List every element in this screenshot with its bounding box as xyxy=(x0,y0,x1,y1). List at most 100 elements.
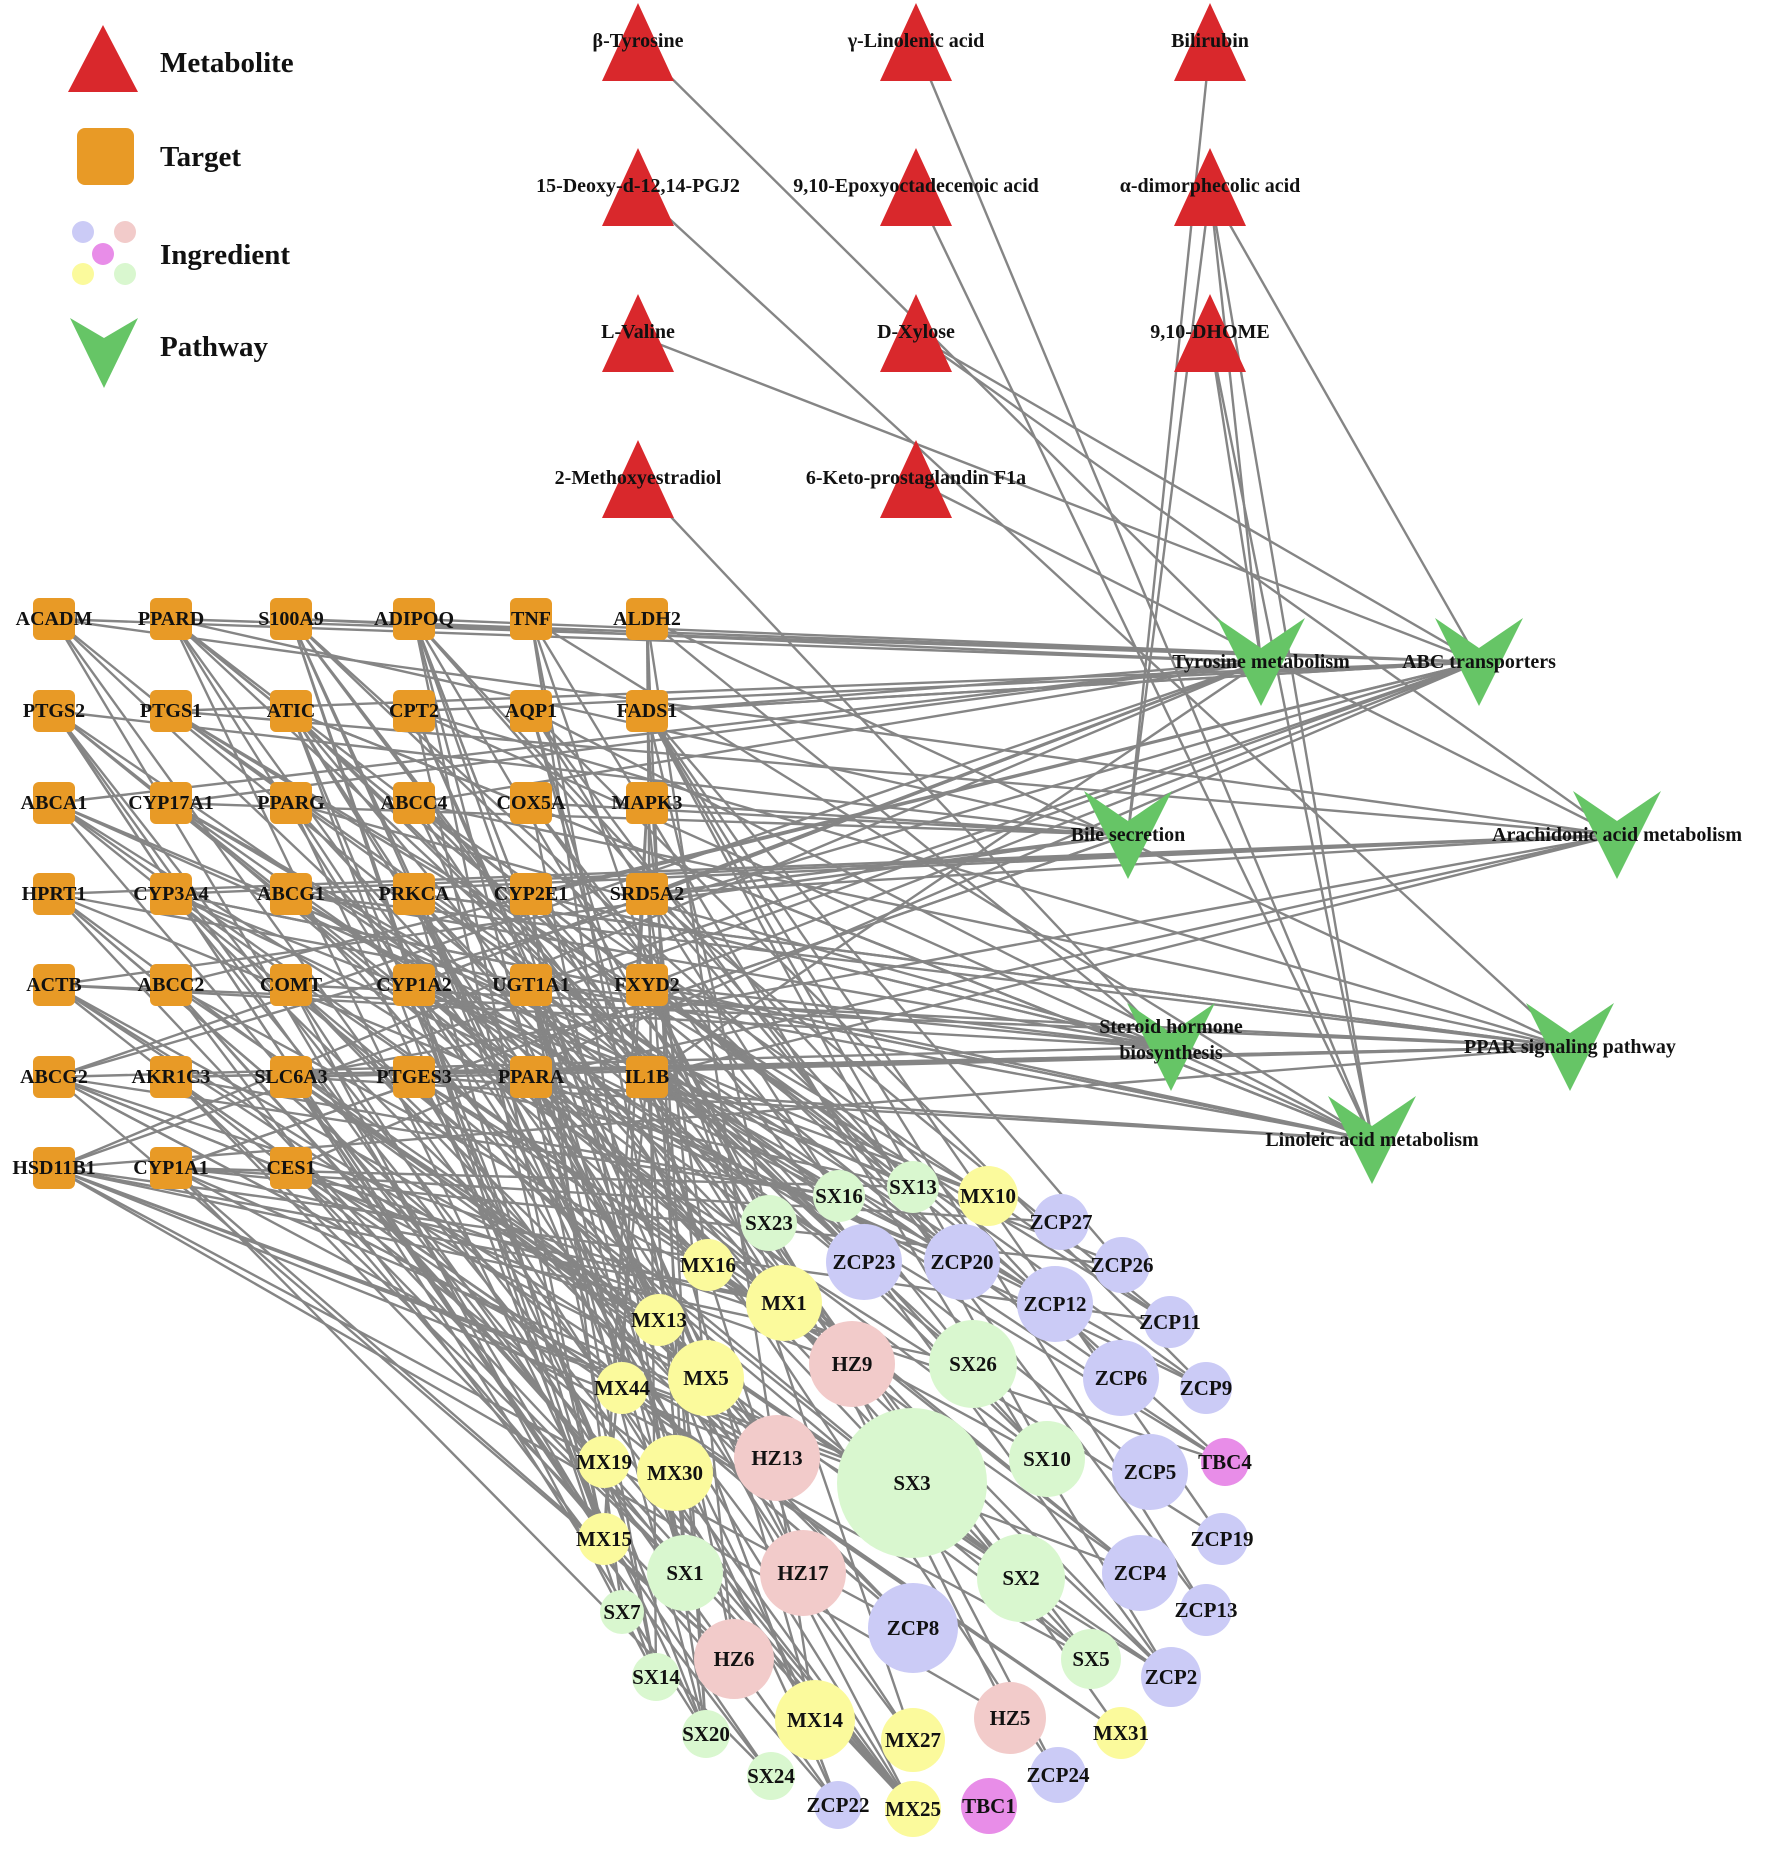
metabolite-label-2-methoxyestradiol: 2-Methoxyestradiol xyxy=(555,467,722,489)
ingredient-label-sx10: SX10 xyxy=(1023,1447,1071,1471)
edge xyxy=(290,983,1571,1049)
edges-layer xyxy=(52,44,1618,1810)
legend-label-ingredient: Ingredient xyxy=(160,239,290,271)
target-label-hsd11b1: HSD11B1 xyxy=(12,1157,95,1179)
legend-label-pathway: Pathway xyxy=(160,331,268,363)
edge xyxy=(53,983,660,1322)
edge xyxy=(914,189,1374,1141)
target-node-ppara xyxy=(510,1056,552,1098)
edge xyxy=(290,1076,772,1777)
edge xyxy=(530,709,1373,1142)
metabolite-label-tyrosine: β-Tyrosine xyxy=(593,30,684,52)
ingredient-node-mx25 xyxy=(885,1781,941,1837)
target-node-acadm xyxy=(33,598,75,640)
edge xyxy=(637,334,1480,664)
target-node-cyp17a1 xyxy=(150,782,192,824)
ingredient-label-mx14: MX14 xyxy=(787,1708,843,1732)
edge xyxy=(170,1076,686,1574)
ingredient-label-tbc1: TBC1 xyxy=(962,1794,1016,1818)
ingredient-label-hz13: HZ13 xyxy=(751,1446,802,1470)
ingredient-label-zcp23: ZCP23 xyxy=(833,1250,896,1274)
ingredient-node-sx26 xyxy=(929,1320,1017,1408)
edge xyxy=(413,1045,1571,1079)
edge xyxy=(290,1075,1373,1142)
ingredient-label-zcp26: ZCP26 xyxy=(1091,1253,1154,1277)
edge xyxy=(290,1167,839,1806)
edge xyxy=(529,710,841,1197)
target-node-hprt1 xyxy=(33,873,75,915)
target-label-ptgs1: PTGS1 xyxy=(140,700,202,722)
target-node-mapk3 xyxy=(626,782,668,824)
edge xyxy=(290,660,1480,1170)
target-label-atic: ATIC xyxy=(267,700,316,722)
edge xyxy=(170,1166,785,1305)
edge xyxy=(290,833,1618,1079)
target-label-ptgs2: PTGS2 xyxy=(23,700,85,722)
edge xyxy=(290,892,1226,1464)
ingredient-node-sx24 xyxy=(747,1752,795,1800)
target-label-abca1: ABCA1 xyxy=(21,792,88,814)
target-node-cyp3a4 xyxy=(150,873,192,915)
ingredient-label-mx15: MX15 xyxy=(576,1527,632,1551)
metabolite-label-dimorphecolic-acid: α-dimorphecolic acid xyxy=(1120,175,1301,197)
edge xyxy=(53,1075,778,1460)
ingredient-label-zcp22: ZCP22 xyxy=(807,1793,870,1817)
ingredient-label-sx24: SX24 xyxy=(747,1764,795,1788)
target-node-prkca xyxy=(393,873,435,915)
target-node-cyp1a2 xyxy=(393,964,435,1006)
legend-pathway-arrow-icon xyxy=(70,318,138,388)
metabolite-label-9-10-epoxyoctadecenoic-acid: 9,10-Epoxyoctadecenoic acid xyxy=(793,175,1039,197)
target-label-akr1c3: AKR1C3 xyxy=(132,1066,211,1088)
target-node-fads1 xyxy=(626,690,668,732)
target-label-hprt1: HPRT1 xyxy=(22,883,87,905)
target-label-cyp2e1: CYP2E1 xyxy=(494,883,568,905)
target-node-il1b xyxy=(626,1056,668,1098)
ingredient-node-mx19 xyxy=(578,1436,630,1488)
ingredient-label-sx16: SX16 xyxy=(815,1184,863,1208)
target-node-atic xyxy=(270,690,312,732)
ingredient-node-zcp5 xyxy=(1112,1434,1188,1510)
target-node-actb xyxy=(33,964,75,1006)
ingredient-node-zcp11 xyxy=(1144,1296,1196,1348)
ingredient-label-mx5: MX5 xyxy=(683,1366,729,1390)
ingredient-node-sx10 xyxy=(1009,1421,1085,1497)
target-label-prkca: PRKCA xyxy=(378,883,450,905)
ingredient-node-tbc1 xyxy=(961,1778,1017,1834)
edge xyxy=(170,660,1262,805)
target-label-abcg1: ABCG1 xyxy=(257,883,325,905)
ingredient-label-mx10: MX10 xyxy=(960,1184,1016,1208)
legend-ingredient-circles-icon xyxy=(72,221,136,285)
ingredient-node-mx31 xyxy=(1095,1707,1147,1759)
ingredient-label-sx23: SX23 xyxy=(745,1211,793,1235)
target-node-abcg2 xyxy=(33,1056,75,1098)
ingredient-label-mx19: MX19 xyxy=(576,1450,632,1474)
target-node-cox5a xyxy=(510,782,552,824)
target-label-ugt1a1: UGT1A1 xyxy=(492,974,570,996)
pathway-node-steroid-hormone-biosynthesis xyxy=(1127,1003,1215,1091)
target-node-abca1 xyxy=(33,782,75,824)
ingredient-node-hz6 xyxy=(694,1619,774,1699)
edge xyxy=(602,802,649,1540)
target-node-srd5a2 xyxy=(626,873,668,915)
ingredient-label-hz9: HZ9 xyxy=(832,1352,873,1376)
pathway-label-arachidonic-acid-metabolism: Arachidonic acid metabolism xyxy=(1492,824,1742,846)
edge xyxy=(646,660,1262,713)
edge xyxy=(290,1166,707,1380)
edge xyxy=(53,1075,660,1322)
metabolite-label-l-valine: L-Valine xyxy=(601,321,675,343)
ingredient-node-hz5 xyxy=(974,1682,1046,1754)
pathway-label-tyrosine-metabolism: Tyrosine metabolism xyxy=(1172,651,1350,673)
edge xyxy=(637,481,1172,1048)
edge xyxy=(646,893,1171,1323)
target-label-s100a9: S100A9 xyxy=(258,608,324,630)
ingredient-label-zcp24: ZCP24 xyxy=(1027,1763,1091,1787)
edge xyxy=(645,802,736,1660)
ingredient-node-zcp23 xyxy=(826,1224,902,1300)
target-node-cpt2 xyxy=(393,690,435,732)
edge xyxy=(290,892,1571,1049)
ingredient-node-mx27 xyxy=(881,1708,945,1772)
target-node-ptgs1 xyxy=(150,690,192,732)
ingredient-label-zcp27: ZCP27 xyxy=(1030,1210,1093,1234)
ingredient-node-zcp6 xyxy=(1083,1340,1159,1416)
